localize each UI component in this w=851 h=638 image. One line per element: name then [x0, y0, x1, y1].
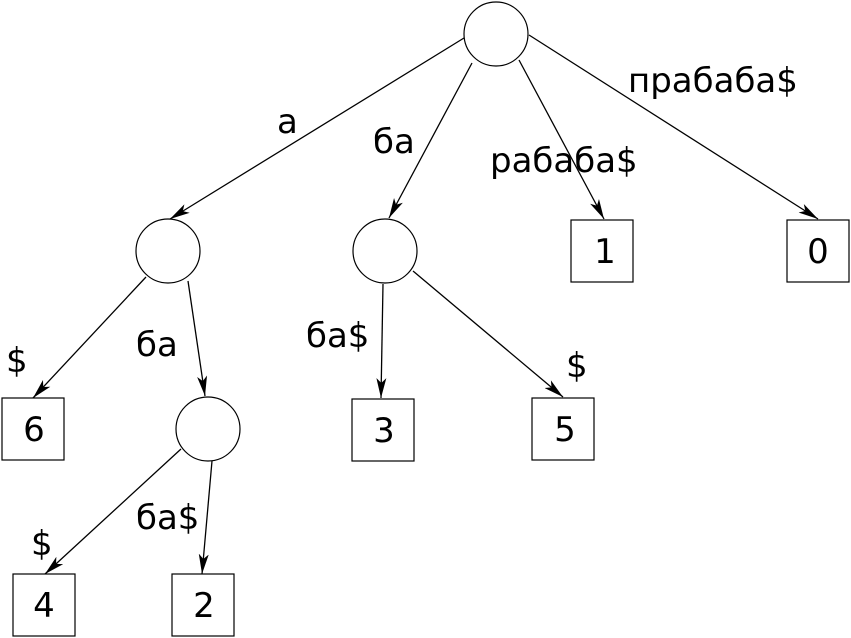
leaf-label-4: 4 — [33, 586, 55, 626]
edge-label-aba-leaf-4: $ — [31, 524, 53, 564]
leaf-box-1 — [570, 219, 634, 283]
edge-label-aba-leaf-2: ба$ — [136, 498, 199, 538]
edge-a-to-aba — [187, 280, 208, 397]
leaf-box-0 — [786, 219, 850, 283]
leaf-label-6: 6 — [23, 410, 45, 450]
internal-node-a — [135, 218, 201, 284]
nodes-layer — [135, 1, 529, 462]
leaf-label-2: 2 — [193, 586, 215, 626]
edge-label-a-aba: ба — [136, 325, 178, 365]
edge-root-to-leaf-0 — [528, 34, 819, 220]
edge-a-to-leaf-6 — [32, 276, 147, 399]
edge-label-root-leaf-0: прабаба$ — [628, 61, 798, 101]
edge-label-root-a: а — [277, 102, 298, 142]
edge-label-root-leaf-1: рабаба$ — [490, 141, 638, 181]
leaf-label-5: 5 — [554, 410, 576, 450]
edge-label-root-ba: ба — [373, 122, 415, 162]
leaf-box-5 — [531, 397, 595, 461]
edge-root-to-leaf-1 — [518, 59, 605, 220]
edge-label-ba-leaf-5: $ — [566, 346, 588, 386]
edge-ba-to-leaf-5 — [412, 270, 564, 398]
leaf-box-4 — [12, 573, 76, 637]
leaf-box-6 — [1, 397, 65, 461]
edge-root-to-ba — [388, 62, 473, 219]
edge-labels-layer: а ба рабаба$ прабаба$ $ ба ба$ $ $ ба$ — [6, 61, 798, 564]
internal-node-aba — [175, 396, 241, 462]
edge-label-a-leaf-6: $ — [6, 341, 28, 381]
leaf-box-3 — [351, 398, 415, 462]
edge-aba-to-leaf-2 — [198, 460, 213, 575]
leaf-box-2 — [171, 573, 235, 637]
leaf-label-1: 1 — [594, 232, 616, 272]
edges-layer — [32, 34, 819, 575]
leaf-label-3: 3 — [373, 411, 395, 451]
root-node — [463, 1, 529, 67]
edge-root-to-a — [169, 37, 465, 220]
internal-node-ba — [352, 218, 418, 284]
edge-aba-to-leaf-4 — [44, 448, 182, 575]
edge-label-ba-leaf-3: ба$ — [306, 316, 369, 356]
leaves-layer: 1 0 6 3 5 4 2 — [1, 219, 850, 637]
leaf-label-0: 0 — [807, 232, 829, 272]
edge-ba-to-leaf-3 — [376, 283, 387, 399]
